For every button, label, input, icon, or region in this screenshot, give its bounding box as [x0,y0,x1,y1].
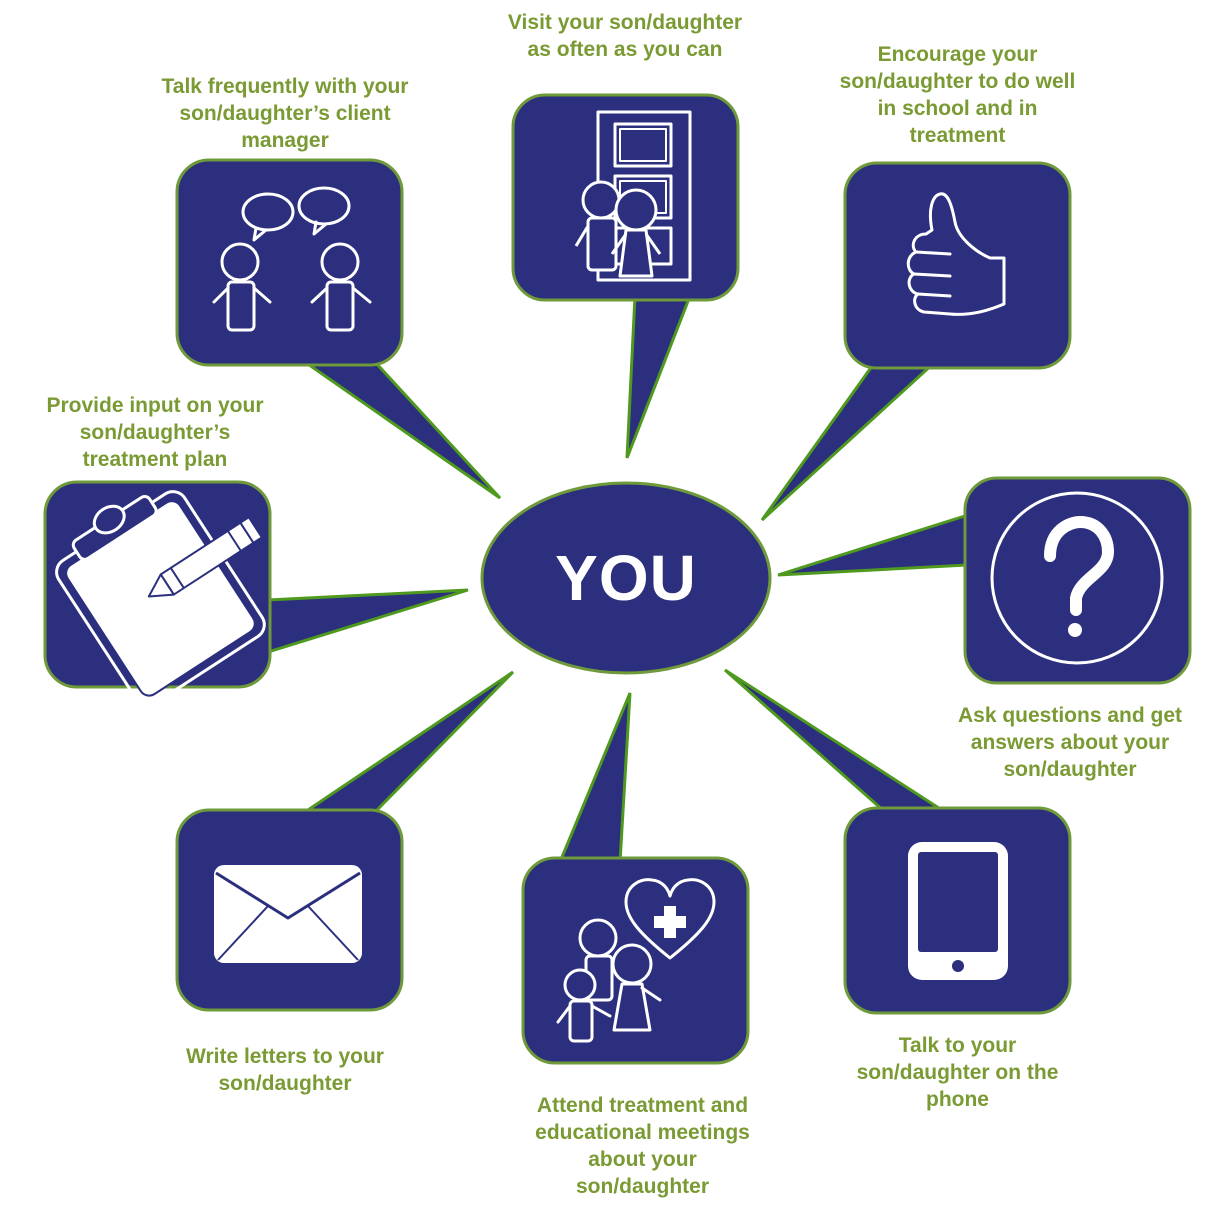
thumbs-up-icon [906,192,1006,316]
box-talk-manager [175,158,404,367]
box-encourage [843,161,1072,370]
pointer-talk-manager [300,360,502,500]
pointer-write-letters [300,670,515,814]
envelope-icon [214,865,362,963]
pointer-ask-questions [777,512,970,577]
phone-icon [908,842,1008,980]
label-talk-manager: Talk frequently with your son/daughter’s… [161,75,409,152]
pointer-attend-meetings [557,692,632,864]
center-ellipse [480,481,772,675]
label-encourage: Encourage your son/daughter to do well i… [839,43,1076,147]
label-input-plan: Provide input on your son/daughter’s tre… [46,394,264,471]
box-ask-questions [963,476,1192,685]
two-people-talking-icon [212,186,372,332]
label-write-letters: Write letters to your son/daughter [186,1045,384,1095]
family-medical-icon [556,878,716,1043]
label-ask-questions: Ask questions and get answers about your… [957,704,1183,781]
label-visit: Visit your son/daughter as often as you … [507,11,743,61]
label-attend-meetings: Attend treatment and educational meeting… [535,1094,750,1198]
pointer-phone [724,668,951,814]
visit-door-icon [574,110,692,282]
label-phone: Talk to your son/daughter on the phone [856,1034,1059,1111]
question-mark-icon [990,491,1164,665]
pointer-visit [625,294,693,459]
pointer-encourage [760,360,939,522]
pointer-input-plan [266,588,469,655]
center-label-you: YOU [555,542,697,614]
pointers [266,294,970,864]
clipboard-pencil-icon [55,490,266,707]
